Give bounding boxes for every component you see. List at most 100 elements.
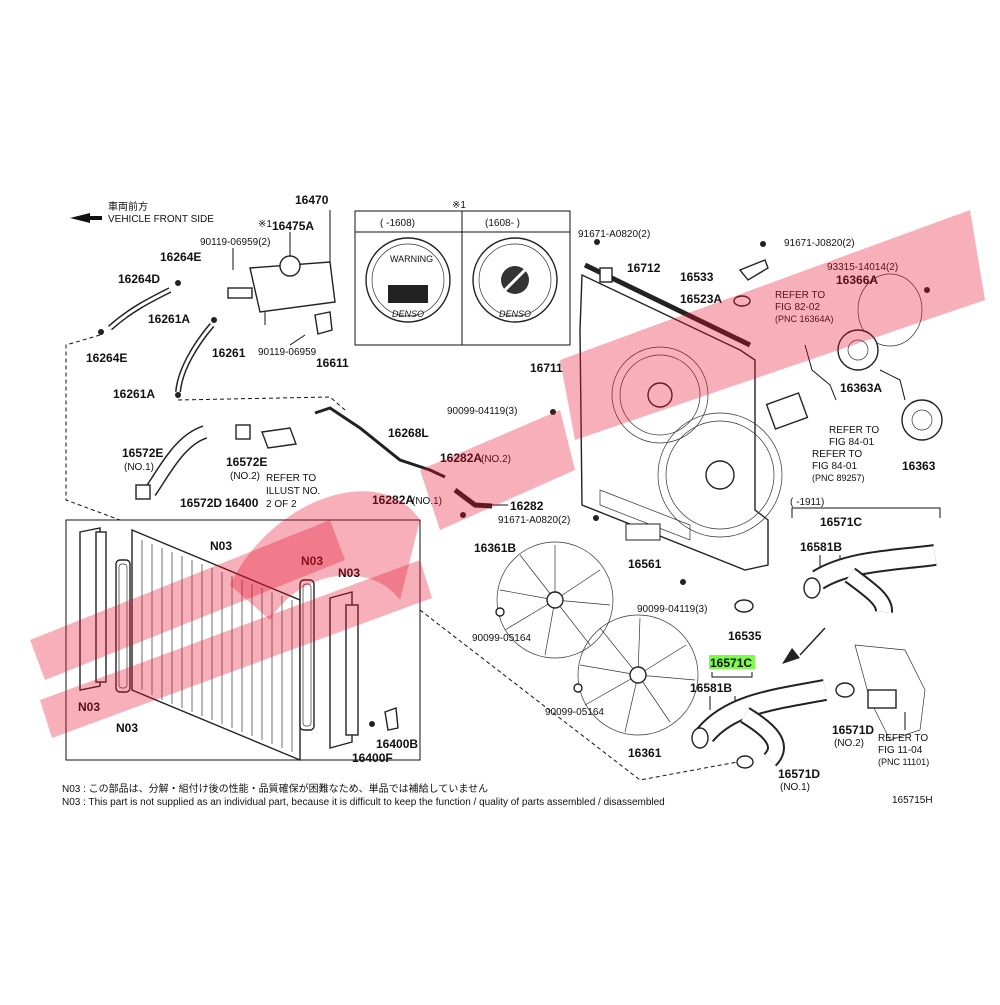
label-16264E-top: 16264E	[160, 250, 201, 264]
radiator-assembly-frame	[65, 519, 421, 761]
label-91671-A0820-2-top: 91671-A0820(2)	[578, 229, 650, 240]
radiator-hoses	[135, 424, 297, 500]
highlight-16571C	[709, 655, 755, 669]
label-91671-J0820-2: 91671-J0820(2)	[784, 238, 855, 249]
direction-arrow-icon	[782, 648, 800, 664]
fan-16361-icon	[577, 614, 699, 736]
inset-col-right: (1608- )	[485, 218, 520, 229]
label-16571D-no2: 16571D	[832, 723, 874, 737]
label-16572E-left: 16572E	[122, 446, 163, 460]
label-16475A: 16475A	[272, 219, 314, 233]
radiator-cap-right-icon: DENSO	[472, 237, 558, 323]
cap-warning-text: WARNING	[390, 254, 433, 264]
label-16611: 16611	[316, 356, 349, 370]
label-90099-04119-3-bot: 90099-04119(3)	[637, 604, 707, 615]
svg-text:(NO.1): (NO.1)	[780, 782, 810, 793]
label-16361B: 16361B	[474, 541, 516, 555]
overflow-hoses	[98, 280, 217, 398]
svg-text:(NO.1): (NO.1)	[412, 496, 442, 507]
range-1911: ( -1911)	[790, 497, 824, 508]
label-16535: 16535	[728, 629, 762, 643]
cap-brand-right: DENSO	[499, 309, 531, 319]
label-n03-e: N03	[116, 721, 138, 735]
refer-illust-3: 2 OF 2	[266, 499, 297, 510]
label-16572E-mid: 16572E	[226, 455, 267, 469]
label-16572D: 16572D	[180, 496, 222, 510]
label-16264E-bot: 16264E	[86, 351, 127, 365]
label-91671-A0820-2-bot: 91671-A0820(2)	[498, 515, 570, 526]
reservoir-tank	[227, 210, 336, 346]
engine-outlet-ref	[835, 644, 926, 741]
radiator-assembly	[79, 527, 399, 762]
refer-illust-2: ILLUST NO.	[266, 486, 320, 497]
refer-84b-3: (PNC 89257)	[812, 473, 865, 483]
fan-motor-assemblies	[765, 273, 943, 441]
note-n03-en: N03 : This part is not supplied as an in…	[62, 797, 665, 808]
label-16400: 16400	[225, 496, 259, 510]
svg-text:(NO.2): (NO.2)	[481, 454, 511, 465]
refer-11-1: REFER TO	[878, 733, 928, 744]
label-16261: 16261	[212, 346, 246, 360]
label-16400F: 16400F	[352, 751, 393, 765]
label-n03-a: N03	[210, 539, 232, 553]
lower-hose-16571C	[691, 679, 827, 769]
refer-11-2: FIG 11-04	[878, 745, 923, 756]
label-16470: 16470	[295, 193, 329, 207]
label-16712: 16712	[627, 261, 661, 275]
label-90119-06959-2: 90119-06959(2)	[200, 237, 270, 248]
cap-brand-left: DENSO	[392, 309, 424, 319]
refer-82-3: (PNC 16364A)	[775, 314, 834, 324]
label-16363: 16363	[902, 459, 936, 473]
label-16363A: 16363A	[840, 381, 882, 395]
direction-jp: 車両前方	[108, 200, 148, 213]
refer-84a-1: REFER TO	[829, 425, 879, 436]
fan-controller-icon	[765, 392, 809, 430]
label-16264D: 16264D	[118, 272, 160, 286]
inset-ref-mark: ※1	[452, 200, 466, 211]
label-90119-06959: 90119-06959	[258, 347, 317, 358]
refer-84a-2: FIG 84-01	[829, 437, 874, 448]
label-16366A: 16366A	[836, 273, 878, 287]
label-16400B: 16400B	[376, 737, 418, 751]
refer-illust-1: REFER TO	[266, 473, 316, 484]
svg-text:(NO.2): (NO.2)	[230, 471, 260, 482]
label-16571C-highlight[interactable]: 16571C	[710, 656, 752, 670]
label-16581B-top: 16581B	[800, 540, 842, 554]
refer-82-1: REFER TO	[775, 290, 825, 301]
label-16282A-no1: 16282A	[372, 493, 414, 507]
label-n03-b: N03	[301, 554, 323, 568]
radiator-cap-left-icon: WARNING DENSO	[365, 237, 451, 323]
label-90099-04119-3-top: 90099-04119(3)	[447, 406, 517, 417]
svg-text:(NO.2): (NO.2)	[834, 738, 864, 749]
cap-inset: ※1 ( -1608) (1608- ) WARNING DENSO DENSO	[354, 200, 571, 346]
label-16282A-no2: 16282A	[440, 451, 482, 465]
fan-shroud	[579, 262, 783, 571]
label-16282: 16282	[510, 499, 544, 513]
label-n03-d: N03	[78, 700, 100, 714]
label-16571C-top: 16571C	[820, 515, 862, 529]
direction-en: VEHICLE FRONT SIDE	[108, 214, 214, 225]
upper-hose-16571C	[803, 544, 937, 613]
label-16571D-no1: 16571D	[778, 767, 820, 781]
svg-text:(NO.1): (NO.1)	[124, 462, 154, 473]
label-16581B-bot: 16581B	[690, 681, 732, 695]
refer-82-2: FIG 82-02	[775, 302, 820, 313]
label-93315-14014-2: 93315-14014(2)	[827, 262, 898, 273]
vehicle-front-indicator: 車両前方 VEHICLE FRONT SIDE	[70, 200, 214, 225]
figure-code: 165715H	[892, 795, 933, 806]
svg-text:※1: ※1	[258, 219, 272, 230]
fan-16361B-icon	[496, 541, 614, 659]
label-16268L: 16268L	[388, 426, 429, 440]
watermark-logo	[30, 210, 985, 738]
label-90099-05164-mid: 90099-05164	[545, 707, 604, 718]
pipe-16268L	[314, 406, 446, 479]
refer-84b-1: REFER TO	[812, 449, 862, 460]
note-n03-jp: N03 : この部品は、分解・組付け後の性能・品質確保が困難なため、単品では補給…	[62, 782, 488, 795]
front-arrow-icon	[70, 213, 90, 223]
label-16523A: 16523A	[680, 292, 722, 306]
refer-84b-2: FIG 84-01	[812, 461, 857, 472]
label-16711: 16711	[530, 361, 563, 375]
label-n03-c: N03	[338, 566, 360, 580]
